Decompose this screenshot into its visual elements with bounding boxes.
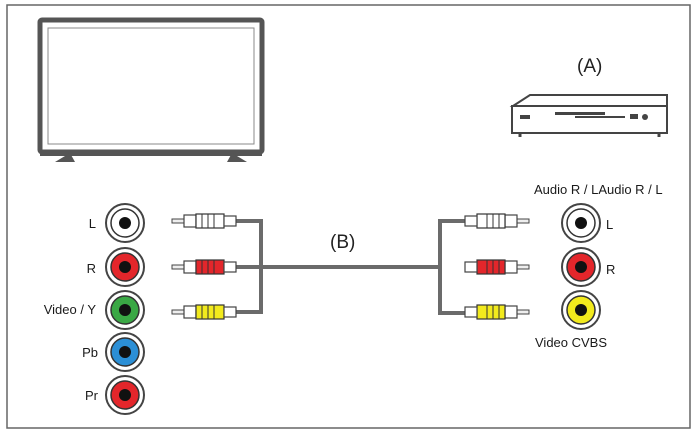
- device-a-label: (A): [577, 56, 603, 77]
- tv-side-plug-0: [171, 213, 237, 229]
- av-cable: [236, 219, 465, 315]
- device-audio-heading: Audio R / LAudio R / L: [534, 182, 663, 197]
- tv-port-label-video-y: Video / Y: [43, 302, 96, 317]
- device-jack-1: [561, 247, 601, 287]
- device-side-plug-1: [464, 259, 530, 275]
- tv-jack-0: [105, 203, 145, 243]
- device-port-label-r: R: [606, 262, 616, 277]
- device-side-plug-2: [464, 304, 530, 320]
- jack-ports: [105, 203, 601, 415]
- device-port-label-video-cvbs: Video CVBS: [535, 335, 608, 350]
- tv-side-plug-1: [171, 259, 237, 275]
- media-player-icon: [509, 94, 668, 137]
- device-jack-2: [561, 290, 601, 330]
- tv-port-label-pr: Pr: [85, 388, 98, 403]
- tv-jack-4: [105, 375, 145, 415]
- tv-jack-3: [105, 332, 145, 372]
- tv-port-label-r: R: [86, 261, 96, 276]
- tv-jack-2: [105, 290, 145, 330]
- tv-port-label-l: L: [88, 216, 96, 231]
- tv-jack-1: [105, 247, 145, 287]
- device-side-plug-0: [464, 213, 530, 229]
- tv-side-plug-2: [171, 304, 237, 320]
- cable-b-label: (B): [330, 232, 356, 253]
- device-port-label-l: L: [606, 217, 614, 232]
- device-jack-0: [561, 203, 601, 243]
- rca-plugs: [171, 213, 530, 320]
- tv-port-label-pb: Pb: [82, 345, 98, 360]
- tv-icon: [37, 17, 265, 162]
